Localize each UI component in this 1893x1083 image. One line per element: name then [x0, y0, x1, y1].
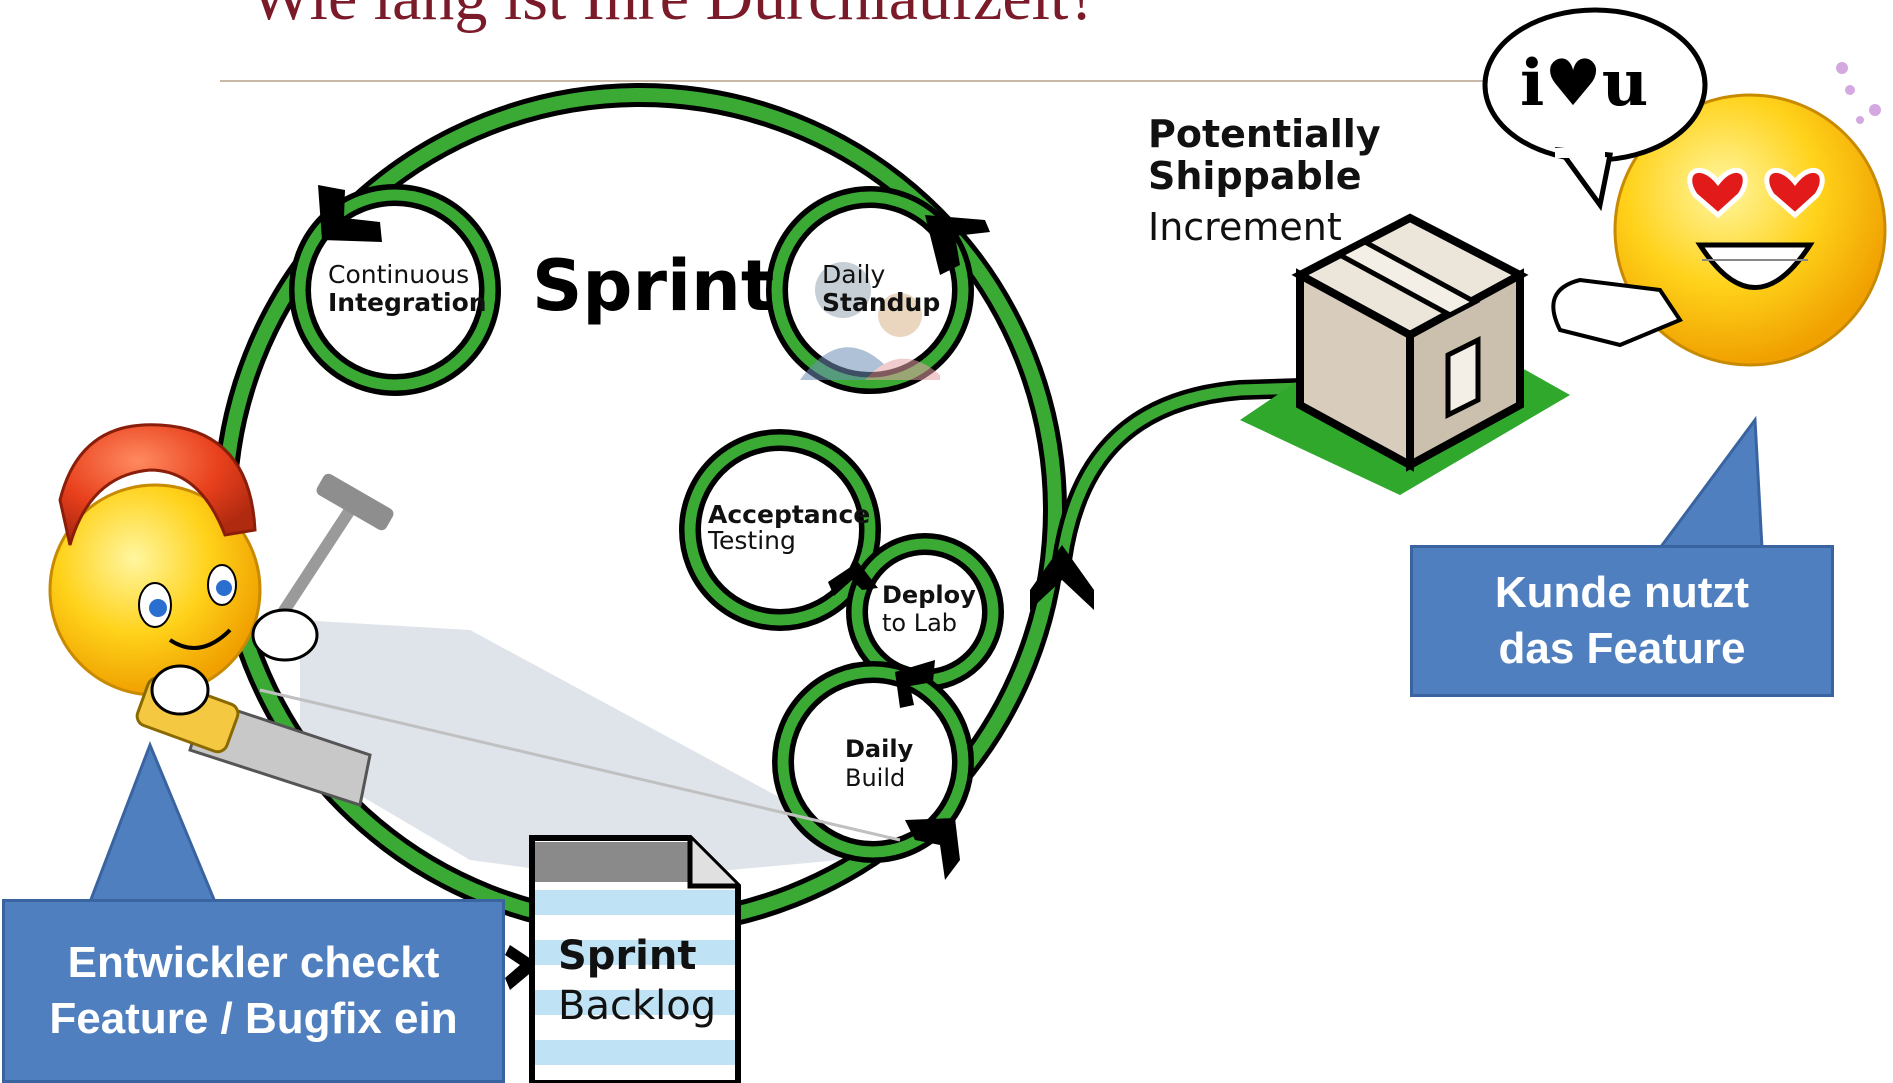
arrow-backlog — [505, 945, 540, 990]
build-line2: Build — [845, 764, 906, 792]
arrow-deploy — [828, 562, 878, 596]
builder-smiley-icon — [48, 423, 901, 842]
deploy-line1: Deploy — [882, 581, 976, 609]
title-divider — [220, 80, 1490, 82]
ci-line1: Continuous — [328, 260, 470, 289]
flow-shadow — [300, 620, 840, 880]
speech-bubble — [1482, 7, 1708, 212]
developer-callout-line2: Feature / Bugfix ein — [49, 994, 458, 1043]
customer-callout-tail — [1657, 415, 1764, 550]
increment-line2: Shippable — [1148, 154, 1362, 198]
arrow-standup — [925, 215, 990, 275]
developer-callout-tail — [87, 740, 218, 904]
customer-callout-line2: das Feature — [1498, 624, 1746, 673]
build-line1: Daily — [845, 735, 914, 763]
customer-smiley-icon — [1551, 93, 1887, 367]
increment-line1: Potentially — [1148, 112, 1381, 156]
standup-line1: Daily — [822, 260, 886, 289]
speech-text: i♥u — [1520, 46, 1649, 121]
developer-callout-line1: Entwickler checkt — [67, 938, 440, 987]
acceptance-line2: Testing — [708, 526, 796, 555]
sprint-backlog-document — [529, 835, 741, 1083]
arrow-ring-bottom — [905, 818, 960, 880]
backlog-line1: Sprint — [558, 933, 697, 979]
node-standup-circle — [766, 186, 974, 394]
ci-line2: Integration — [328, 288, 487, 317]
standup-people-icon — [800, 262, 940, 380]
arrow-ring-right — [1030, 545, 1094, 610]
increment-line3: Increment — [1148, 205, 1342, 249]
developer-callout: Entwickler checkt Feature / Bugfix ein — [2, 899, 505, 1083]
arrow-ci — [318, 185, 382, 242]
flow-arrows — [318, 185, 1094, 990]
shipping-box-icon — [1240, 213, 1570, 495]
node-acceptance-circle — [679, 429, 881, 631]
arrow-build — [895, 660, 935, 708]
node-build-circle — [772, 661, 974, 863]
deploy-line2: to Lab — [882, 609, 958, 637]
slide-title: Wie lang ist Ihre Durchlaufzeit? — [250, 0, 1098, 36]
customer-callout-line1: Kunde nutzt — [1494, 568, 1750, 617]
sparkle-dots — [1836, 62, 1881, 124]
increment-path — [1052, 375, 1401, 562]
node-ci-circle — [289, 184, 501, 396]
customer-callout: Kunde nutzt das Feature — [1410, 545, 1834, 697]
standup-line2: Standup — [822, 288, 941, 317]
acceptance-line1: Acceptance — [708, 500, 871, 529]
sprint-label: Sprint — [532, 245, 775, 327]
backlog-line2: Backlog — [558, 983, 717, 1029]
